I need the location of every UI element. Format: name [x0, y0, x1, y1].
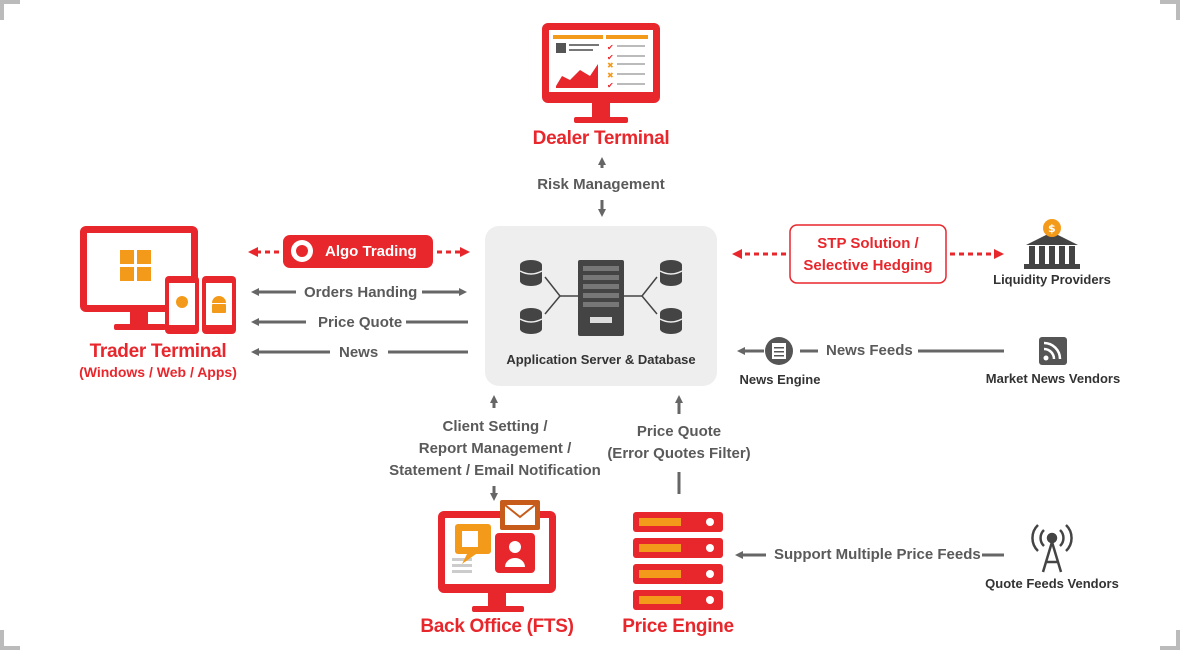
server-icon	[578, 260, 624, 336]
backoffice-flow-line3: Statement / Email Notification	[389, 462, 601, 479]
liquidity-providers-label: Liquidity Providers	[993, 272, 1111, 287]
backoffice-flow-line1: Client Setting /	[442, 418, 548, 435]
backoffice-flow-line2: Report Management /	[418, 440, 572, 457]
news-engine-label: News Engine	[739, 372, 821, 387]
quote-feeds-vendors-label: Quote Feeds Vendors	[985, 576, 1119, 591]
trader-terminal-title: Trader Terminal	[89, 341, 227, 362]
bank-icon	[1024, 232, 1080, 269]
chat-icon	[455, 524, 491, 564]
back-office-title: Back Office (FTS)	[420, 616, 574, 637]
news-label: News	[339, 344, 379, 361]
dealer-terminal-icon: ✔✔✖✖✔	[542, 23, 660, 123]
price-engine-title: Price Engine	[622, 616, 734, 637]
stp-box	[789, 224, 947, 284]
database-icon	[519, 260, 683, 334]
server-connectors	[544, 276, 658, 315]
app-server-label: Application Server & Database	[506, 352, 696, 367]
price-quote-label: Price Quote	[318, 314, 403, 331]
pe-price-quote-label: Price Quote	[636, 423, 722, 440]
stp-line1: STP Solution /	[817, 235, 919, 252]
pe-error-filter-label: (Error Quotes Filter)	[607, 445, 751, 462]
apple-icon	[176, 296, 188, 308]
svg-text:✖: ✖	[607, 71, 614, 80]
trader-terminal-subtitle: (Windows / Web / Apps)	[79, 364, 237, 380]
algo-icon	[291, 240, 313, 262]
stp-line2: Selective Hedging	[803, 257, 933, 274]
algo-trading-label: Algo Trading	[325, 243, 417, 260]
algo-trading-pill	[283, 235, 433, 268]
risk-management-label: Risk Management	[537, 176, 665, 193]
svg-text:✔: ✔	[607, 81, 614, 90]
envelope-icon	[500, 500, 540, 530]
svg-text:✔: ✔	[607, 43, 614, 52]
svg-text:✔: ✔	[607, 53, 614, 62]
price-engine-icon	[633, 512, 723, 610]
back-office-icon	[438, 500, 556, 612]
dollar-icon	[1043, 219, 1061, 237]
news-icon	[765, 337, 793, 365]
dealer-terminal-title: Dealer Terminal	[532, 128, 670, 149]
multiple-feeds-label: Support Multiple Price Feeds	[774, 546, 981, 563]
antenna-icon	[1031, 524, 1073, 573]
user-icon	[495, 533, 535, 573]
news-feeds-label: News Feeds	[826, 342, 913, 359]
rss-icon	[1039, 337, 1067, 365]
trader-terminal-icon	[80, 226, 236, 334]
android-icon	[212, 296, 226, 313]
windows-logo-icon	[120, 250, 151, 281]
market-news-vendors-label: Market News Vendors	[985, 371, 1121, 386]
orders-handing-label: Orders Handing	[304, 284, 418, 301]
svg-text:✖: ✖	[607, 61, 614, 70]
svg-text:$: $	[1048, 222, 1056, 235]
